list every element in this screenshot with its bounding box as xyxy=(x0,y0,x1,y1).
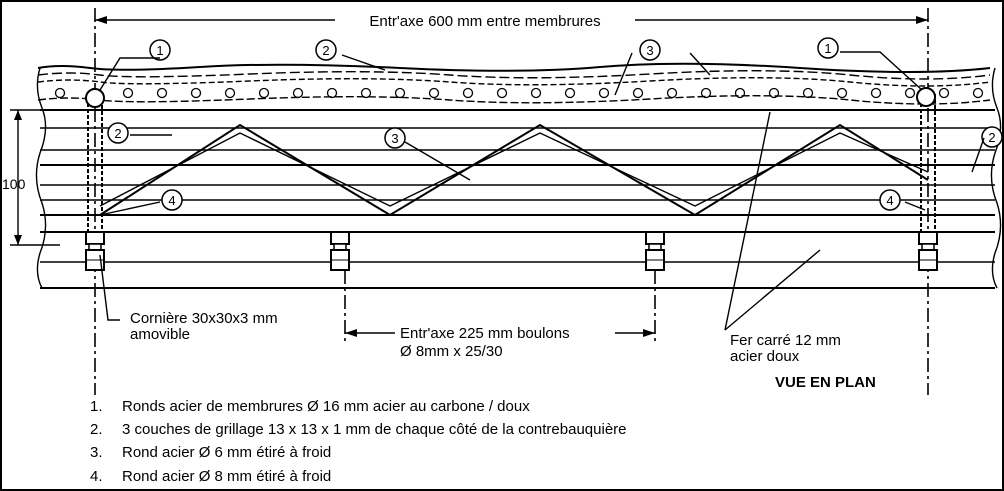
mesh-band xyxy=(37,62,991,105)
height-dimension xyxy=(10,109,60,246)
fer-carre-label: Fer carré 12 mm xyxy=(730,332,841,349)
callout-number: 4 xyxy=(168,193,175,208)
callout-marker: 4 xyxy=(161,189,183,211)
bolts xyxy=(85,231,938,271)
callout-marker: 3 xyxy=(384,127,406,149)
callout-number: 1 xyxy=(824,41,831,56)
callout-number: 3 xyxy=(646,43,653,58)
mesh-wire-dot xyxy=(428,87,440,99)
legend-text: Rond acier Ø 8 mm étiré à froid xyxy=(122,468,331,485)
legend-text: 3 couches de grillage 13 x 13 x 1 mm de … xyxy=(122,421,627,438)
mesh-wire-dot xyxy=(802,87,814,99)
callout-marker: 2 xyxy=(107,122,129,144)
mesh-wire-dot xyxy=(700,87,712,99)
callout-number: 2 xyxy=(988,130,995,145)
mesh-wire-dot xyxy=(496,87,508,99)
mesh-wire-dot xyxy=(666,87,678,99)
fer-carre-sublabel: acier doux xyxy=(730,348,800,365)
mesh-wire-dot xyxy=(326,87,338,99)
legend-text: Ronds acier de membrures Ø 16 mm acier a… xyxy=(122,398,530,415)
top-dimension-line xyxy=(95,16,928,24)
top-dimension-label: Entr'axe 600 mm entre membrures xyxy=(369,13,600,30)
mesh-wire-dot xyxy=(224,87,236,99)
bolt xyxy=(918,231,938,271)
bolt xyxy=(645,231,665,271)
callout-marker: 4 xyxy=(879,189,901,211)
mesh-wire-dot xyxy=(122,87,134,99)
bolt xyxy=(330,231,350,271)
corniere-sublabel: amovible xyxy=(130,326,190,343)
mesh-wire-dot xyxy=(972,87,984,99)
bolt xyxy=(85,231,105,271)
mesh-wire-dot xyxy=(530,87,542,99)
mesh-wire-dot xyxy=(734,87,746,99)
view-title: VUE EN PLAN xyxy=(775,374,876,391)
boulons-label: Entr'axe 225 mm boulons xyxy=(400,325,570,342)
height-dimension-label: 100 xyxy=(2,176,26,192)
callout-number: 1 xyxy=(156,43,163,58)
mesh-wire-dot xyxy=(564,87,576,99)
mesh-wire-dot xyxy=(768,87,780,99)
callout-marker: 2 xyxy=(981,126,1003,148)
mesh-wire-dot xyxy=(292,87,304,99)
corniere-label: Cornière 30x30x3 mm xyxy=(130,310,278,327)
mesh-wire-dot xyxy=(156,87,168,99)
callout-number: 2 xyxy=(322,43,329,58)
legend-num: 4. xyxy=(90,468,103,485)
callout-number: 4 xyxy=(886,193,893,208)
mesh-wire-dot xyxy=(870,87,882,99)
mesh-wire-dot xyxy=(632,87,644,99)
callout-marker: 2 xyxy=(315,39,337,61)
mesh-wire-dot xyxy=(598,87,610,99)
legend-text: Rond acier Ø 6 mm étiré à froid xyxy=(122,444,331,461)
chord-lines xyxy=(35,67,1002,289)
legend-num: 3. xyxy=(90,444,103,461)
mesh-wire-dot xyxy=(190,87,202,99)
boulons-sublabel: Ø 8mm x 25/30 xyxy=(400,343,503,360)
mesh-wire-dot xyxy=(904,87,916,99)
mesh-wire-dot xyxy=(462,87,474,99)
leader-lines xyxy=(99,51,985,345)
callout-number: 3 xyxy=(391,131,398,146)
mesh-wire-dot xyxy=(836,87,848,99)
mesh-wire-dot xyxy=(938,87,950,99)
mesh-wire-dot xyxy=(54,87,66,99)
zigzag-rod xyxy=(99,123,929,217)
callout-number: 2 xyxy=(114,126,121,141)
mesh-wire-dot xyxy=(258,87,270,99)
legend: 1. Ronds acier de membrures Ø 16 mm acie… xyxy=(90,398,627,485)
callout-marker: 3 xyxy=(639,39,661,61)
legend-num: 1. xyxy=(90,398,103,415)
mesh-wire-dot xyxy=(360,87,372,99)
callout-marker: 1 xyxy=(149,39,171,61)
mesh-wire-dot xyxy=(394,87,406,99)
callout-marker: 1 xyxy=(817,37,839,59)
callouts: 1 2 3 1 2 3 2 4 4 xyxy=(107,37,1003,211)
legend-num: 2. xyxy=(90,421,103,438)
